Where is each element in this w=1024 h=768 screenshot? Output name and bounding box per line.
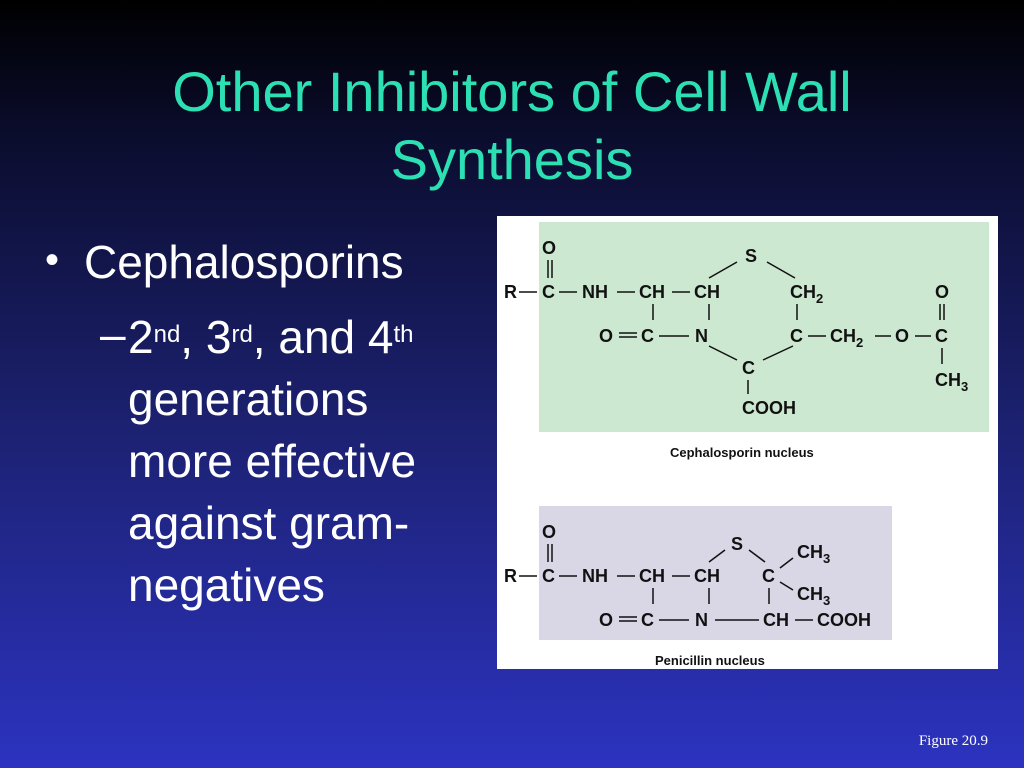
ceph-atom-ch-b: CH <box>694 282 720 302</box>
ceph-atom-c5: C <box>742 358 755 378</box>
ceph-atom-ch2: CH2 <box>790 282 823 306</box>
ceph-atom-r: R <box>504 282 517 302</box>
pen-atom-ch-a: CH <box>639 566 665 586</box>
pen-atom-ch-b: CH <box>694 566 720 586</box>
bullet-text: Cephalosporins <box>84 236 404 288</box>
sub-line-4: negatives <box>128 559 325 611</box>
ceph-atom-o1: O <box>542 238 556 258</box>
gen-3: 3 <box>205 311 232 363</box>
pen-atom-n: N <box>695 610 708 630</box>
ceph-atom-c3: C <box>790 326 803 346</box>
pen-atom-r: R <box>504 566 517 586</box>
sub-line-3: against gram- <box>128 497 410 549</box>
ceph-atom-c1: C <box>542 282 555 302</box>
ceph-atom-n: N <box>695 326 708 346</box>
pen-atom-c3: C <box>762 566 775 586</box>
pen-atom-c1: C <box>542 566 555 586</box>
ceph-atom-o4: O <box>935 282 949 302</box>
pen-atom-ch-c: CH <box>763 610 789 630</box>
penicillin-structure-box <box>539 506 892 640</box>
pen-atom-nh: NH <box>582 566 608 586</box>
sup-nd: nd <box>153 321 181 348</box>
sup-th: th <box>393 321 414 348</box>
ceph-atom-c2: C <box>641 326 654 346</box>
pen-atom-ch3a: CH3 <box>797 542 830 566</box>
cephalosporin-structure: O R C NH CH CH S CH2 O C N C CH2 O C O C… <box>504 238 968 418</box>
generations-line: 2nd, 3rd, and 4th <box>128 306 488 368</box>
sub-bullet-text: 2nd, 3rd, and 4th generations more effec… <box>128 306 488 616</box>
pen-atom-cooh: COOH <box>817 610 871 630</box>
pen-atom-ch3b: CH3 <box>797 584 830 608</box>
penicillin-caption: Penicillin nucleus <box>655 653 765 668</box>
title-line-1: Other Inhibitors of Cell Wall <box>172 60 852 123</box>
ceph-atom-o2: O <box>599 326 613 346</box>
penicillin-structure: O R C NH CH CH S C CH3 CH3 O C N CH COOH <box>504 522 871 630</box>
pen-atom-c2: C <box>641 610 654 630</box>
sub-line-2: more effective <box>128 435 417 487</box>
title-line-2: Synthesis <box>390 128 634 191</box>
cephalosporin-structure-box <box>539 222 989 432</box>
pen-atom-o2: O <box>599 610 613 630</box>
ceph-atom-nh: NH <box>582 282 608 302</box>
ceph-atom-ch2b: CH2 <box>830 326 863 350</box>
ceph-atom-s: S <box>745 246 757 266</box>
sub-line-1: generations <box>128 373 369 425</box>
slide-title: Other Inhibitors of Cell Wall Synthesis <box>0 58 1024 194</box>
ceph-atom-ch3: CH3 <box>935 370 968 394</box>
ceph-atom-ch-a: CH <box>639 282 665 302</box>
sep-1: , <box>180 311 206 363</box>
gen-4: 4 <box>367 311 394 363</box>
ceph-atom-o3: O <box>895 326 909 346</box>
cephalosporin-caption: Cephalosporin nucleus <box>670 445 814 460</box>
bullet-marker: • <box>45 238 60 282</box>
pen-atom-o1: O <box>542 522 556 542</box>
ceph-atom-cooh: COOH <box>742 398 796 418</box>
gen-2: 2 <box>128 311 154 363</box>
ceph-atom-c4: C <box>935 326 948 346</box>
pen-atom-s: S <box>731 534 743 554</box>
structure-figure: O R C NH CH CH S CH2 O C N C CH2 O C O C… <box>497 216 998 669</box>
sep-2: , and <box>252 311 368 363</box>
sub-bullet-marker: – <box>100 308 126 360</box>
sup-rd: rd <box>231 321 253 348</box>
figure-number-label: Figure 20.9 <box>918 733 988 749</box>
